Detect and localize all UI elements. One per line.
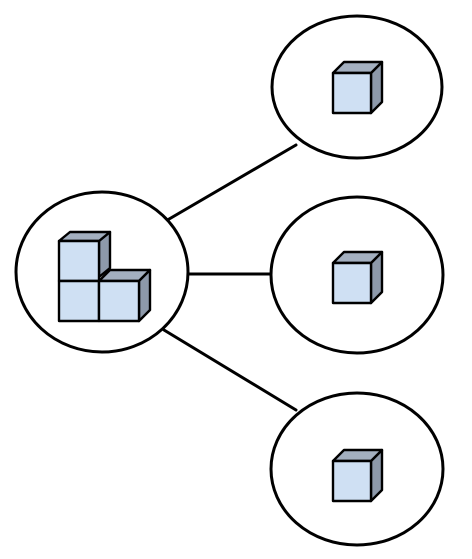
child-node-3 [269,391,445,547]
stacked-cubes-icon [57,230,152,323]
edge-parent-child-1 [162,143,298,224]
child-node-2 [269,195,445,355]
parent-node [14,190,190,354]
child-node-1 [270,14,444,160]
edge-parent-child-3 [162,328,298,412]
cube-icon [331,448,384,503]
cube-icon [331,60,384,115]
cube-icon [331,250,384,305]
